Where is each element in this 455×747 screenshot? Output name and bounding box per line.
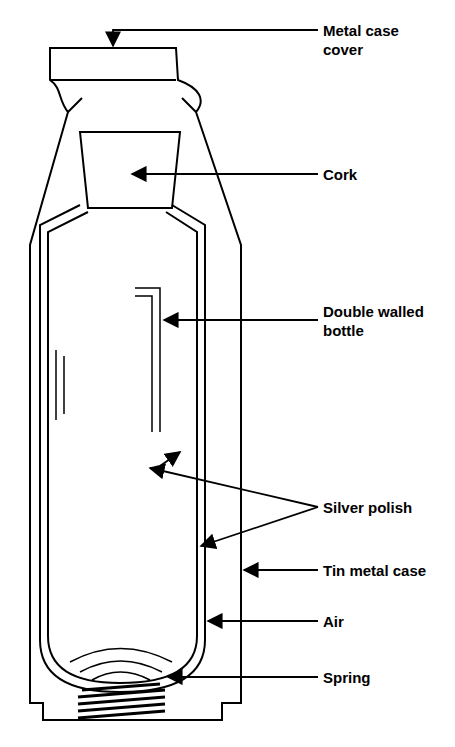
part-label: Silver polish: [323, 498, 448, 517]
part-label: Air: [323, 612, 433, 631]
silver-polish-marks: [56, 288, 160, 432]
part-label: Metal case cover: [323, 21, 433, 59]
bottle-inner-wall: [48, 212, 197, 683]
leader-lines: [113, 30, 318, 677]
part-label: Spring: [323, 668, 433, 687]
part-label: Double walled bottle: [323, 302, 433, 340]
part-label: Cork: [323, 165, 433, 184]
cork: [80, 132, 180, 208]
metal-case-cover: [30, 48, 241, 720]
case-shoulder: [50, 80, 196, 112]
bottom-arcs: [70, 649, 172, 681]
part-label: Tin metal case: [323, 561, 448, 580]
spring: [78, 684, 165, 718]
bottle-outer-wall: [40, 205, 205, 692]
